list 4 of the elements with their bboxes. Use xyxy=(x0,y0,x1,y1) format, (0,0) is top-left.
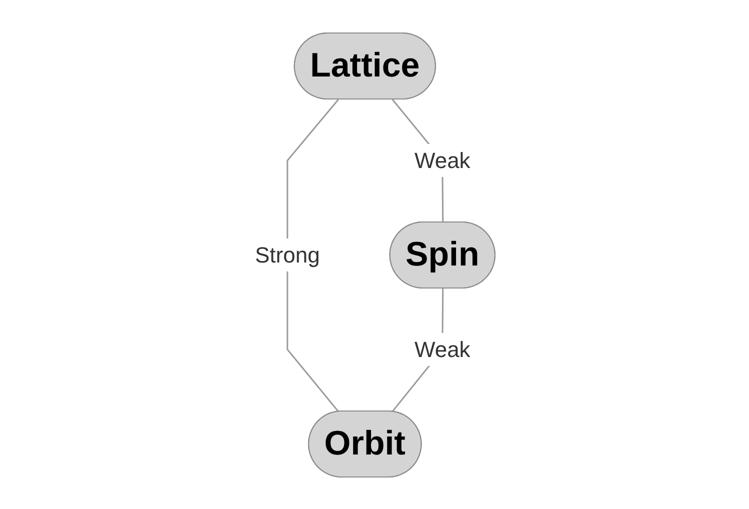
edge-label: Strong xyxy=(254,242,320,267)
edge-label: Weak xyxy=(414,148,470,173)
connector xyxy=(286,98,339,412)
edge-label: Weak xyxy=(414,336,470,362)
